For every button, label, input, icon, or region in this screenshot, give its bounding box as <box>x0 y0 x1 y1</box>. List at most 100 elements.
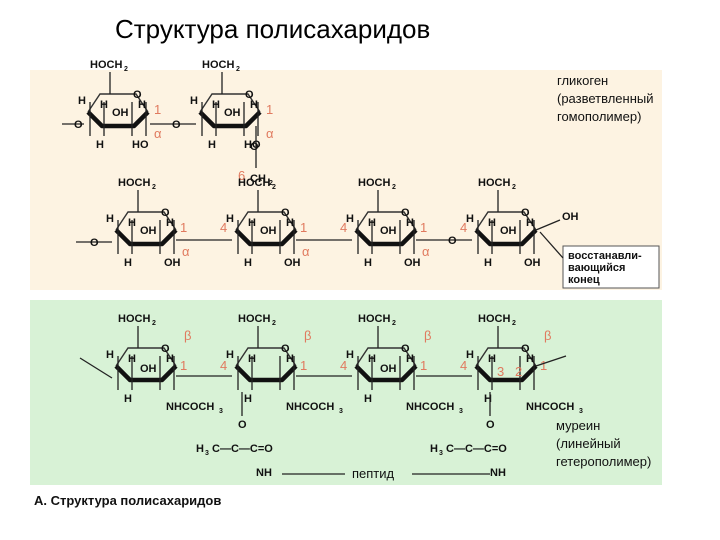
glycogen-lower-ring-0-h-b: H <box>128 217 136 229</box>
murein-ring-1-ch2oh: HOCH <box>238 313 270 325</box>
murein-ring-3-h-d: H <box>484 393 492 405</box>
murein-1-beta: β <box>304 328 311 343</box>
murein-ring-3-ch2oh: HOCH <box>478 313 510 325</box>
glycogen-upper-0-alpha: α <box>154 126 162 141</box>
murein-ring-2-h-d: H <box>364 393 372 405</box>
glycogen-lower-ring-1-h-a: H <box>226 213 234 225</box>
glycogen-lower-ring-1-h-d: H <box>244 257 252 269</box>
glycogen-lower-ring-0-h-d: H <box>124 257 132 269</box>
murein-ring-0-h-c: H <box>166 353 174 365</box>
glycogen-lower-ring-2-ch2oh: HOCH <box>358 177 390 189</box>
murein-2-beta: β <box>424 328 431 343</box>
murein-ring-1-ch2oh-sub: 2 <box>272 320 276 327</box>
glycogen-upper-ring-1-top <box>199 93 261 113</box>
glycogen-upper-0-pos1: 1 <box>154 102 161 117</box>
glycogen-branch-sub: 2 <box>269 180 273 187</box>
slide-title: Структура полисахаридов <box>115 14 431 44</box>
murein-ring-2-top <box>355 347 417 367</box>
glycogen-upper-ring-1-h-a: H <box>190 95 198 107</box>
glycogen-lower-ring-1-h-c: H <box>286 217 294 229</box>
glycogen-lower-ring-2-bottom <box>354 228 418 247</box>
glycogen-lower-ring-0-h-c: H <box>166 217 174 229</box>
murein-3-nhcoch: NHCOCH <box>526 401 574 413</box>
glycogen-lower-ring-2-h-b: H <box>368 217 376 229</box>
glycogen-lower-2-pos4: 4 <box>340 220 347 235</box>
glycogen-lower-0-oh: OH <box>140 225 157 237</box>
murein-ring-2-ch2oh-sub: 2 <box>392 320 396 327</box>
glycogen-lower-2-alpha: α <box>422 244 430 259</box>
murein-lactyl-0-chain: C—C—C=O <box>212 443 273 455</box>
glycogen-lower-ring-2-top <box>355 211 417 231</box>
murein-0-beta: β <box>184 328 191 343</box>
glycogen-lower-ring-3-ch2oh: HOCH <box>478 177 510 189</box>
glycogen-lower-ring-0-ch2oh-sub: 2 <box>152 184 156 191</box>
murein-0-nhcoch: NHCOCH <box>166 401 214 413</box>
glycogen-label-line-2: (разветвленный <box>557 91 654 106</box>
murein-ring-2-h-b: H <box>368 353 376 365</box>
murein-label-line-3: гетерополимер) <box>556 454 651 469</box>
glycogen-upper-ring-0-ch2oh-sub: 2 <box>124 66 128 73</box>
glycogen-lower-1-oh-b: OH <box>284 257 301 269</box>
glycogen-lower-1-pos1: 1 <box>300 220 307 235</box>
glycogen-upper-link-o-0: O <box>74 119 83 131</box>
glycogen-lower-ring-3-bottom <box>474 228 538 247</box>
glycogen-label-line-3: гомополимер) <box>557 109 641 124</box>
glycogen-upper-1-ho: HO <box>244 139 261 151</box>
murein-ring-3-h-a: H <box>466 349 474 361</box>
reducing-end-box <box>562 245 660 289</box>
glycogen-lower-1-pos4: 4 <box>220 220 227 235</box>
murein-1-nhcoch: NHCOCH <box>286 401 334 413</box>
murein-label-line-1: муреин <box>556 418 600 433</box>
murein-lactyl-1-oxygen: O <box>486 419 495 431</box>
glycogen-lower-left-o: O <box>90 237 99 249</box>
murein-ring-2-ch2oh: HOCH <box>358 313 390 325</box>
glycogen-reducing-oh: OH <box>562 211 579 223</box>
murein-panel <box>30 300 662 485</box>
murein-3-pos1: 1 <box>540 358 547 373</box>
murein-ring-3-oxygen: O <box>521 343 530 355</box>
murein-ring-0-h-a: H <box>106 349 114 361</box>
glycogen-upper-ring-0-h-b: H <box>100 99 108 111</box>
figure-caption: А. Структура полисахаридов <box>34 493 221 508</box>
glycogen-lower-1-alpha: α <box>302 244 310 259</box>
glycogen-upper-ring-0-h-c: H <box>138 99 146 111</box>
murein-ring-2-oxygen: O <box>401 343 410 355</box>
murein-ring-3-ch2oh-sub: 2 <box>512 320 516 327</box>
glycogen-upper-1-pos1: 1 <box>266 102 273 117</box>
glycogen-lower-ring-3-top <box>475 211 537 231</box>
reducing-end-pointer <box>539 231 564 259</box>
glycogen-upper-ring-1-h-d: H <box>208 139 216 151</box>
murein-pos2: 2 <box>515 364 522 379</box>
glycogen-lower-0-oh-b: OH <box>164 257 181 269</box>
glycogen-branch-oxygen: O <box>250 141 259 153</box>
glycogen-lower-ring-2-h-c: H <box>406 217 414 229</box>
glycogen-upper-ring-1-h-b: H <box>212 99 220 111</box>
glycogen-lower-ring-0-ch2oh: HOCH <box>118 177 150 189</box>
glycogen-upper-ring-1-h-c: H <box>250 99 258 111</box>
glycogen-upper-ring-1-ch2oh-sub: 2 <box>236 66 240 73</box>
murein-lactyl-0-h-sub: 3 <box>205 450 209 457</box>
murein-ring-1-h-a: H <box>226 349 234 361</box>
glycogen-branch-ch: CH <box>250 173 266 185</box>
murein-2-nhcoch: NHCOCH <box>406 401 454 413</box>
murein-3-nhcoch-sub: 3 <box>579 408 583 415</box>
glycogen-upper-link-o-1: O <box>172 119 181 131</box>
glycogen-lower-ring-3-h-a: H <box>466 213 474 225</box>
murein-ring-1-top <box>235 347 297 367</box>
glycogen-lower-ring-2-h-d: H <box>364 257 372 269</box>
glycogen-upper-ring-0-h-d: H <box>96 139 104 151</box>
murein-1-nhcoch-sub: 3 <box>339 408 343 415</box>
murein-ring-1-bottom <box>234 364 298 383</box>
murein-chain-right <box>535 355 567 367</box>
glycogen-branch-carbon: 6 <box>238 168 245 183</box>
glycogen-upper-ring-0-ch2oh: HOCH <box>90 59 122 71</box>
murein-ring-1-h-c: H <box>286 353 294 365</box>
murein-ring-0-ch2oh: HOCH <box>118 313 150 325</box>
